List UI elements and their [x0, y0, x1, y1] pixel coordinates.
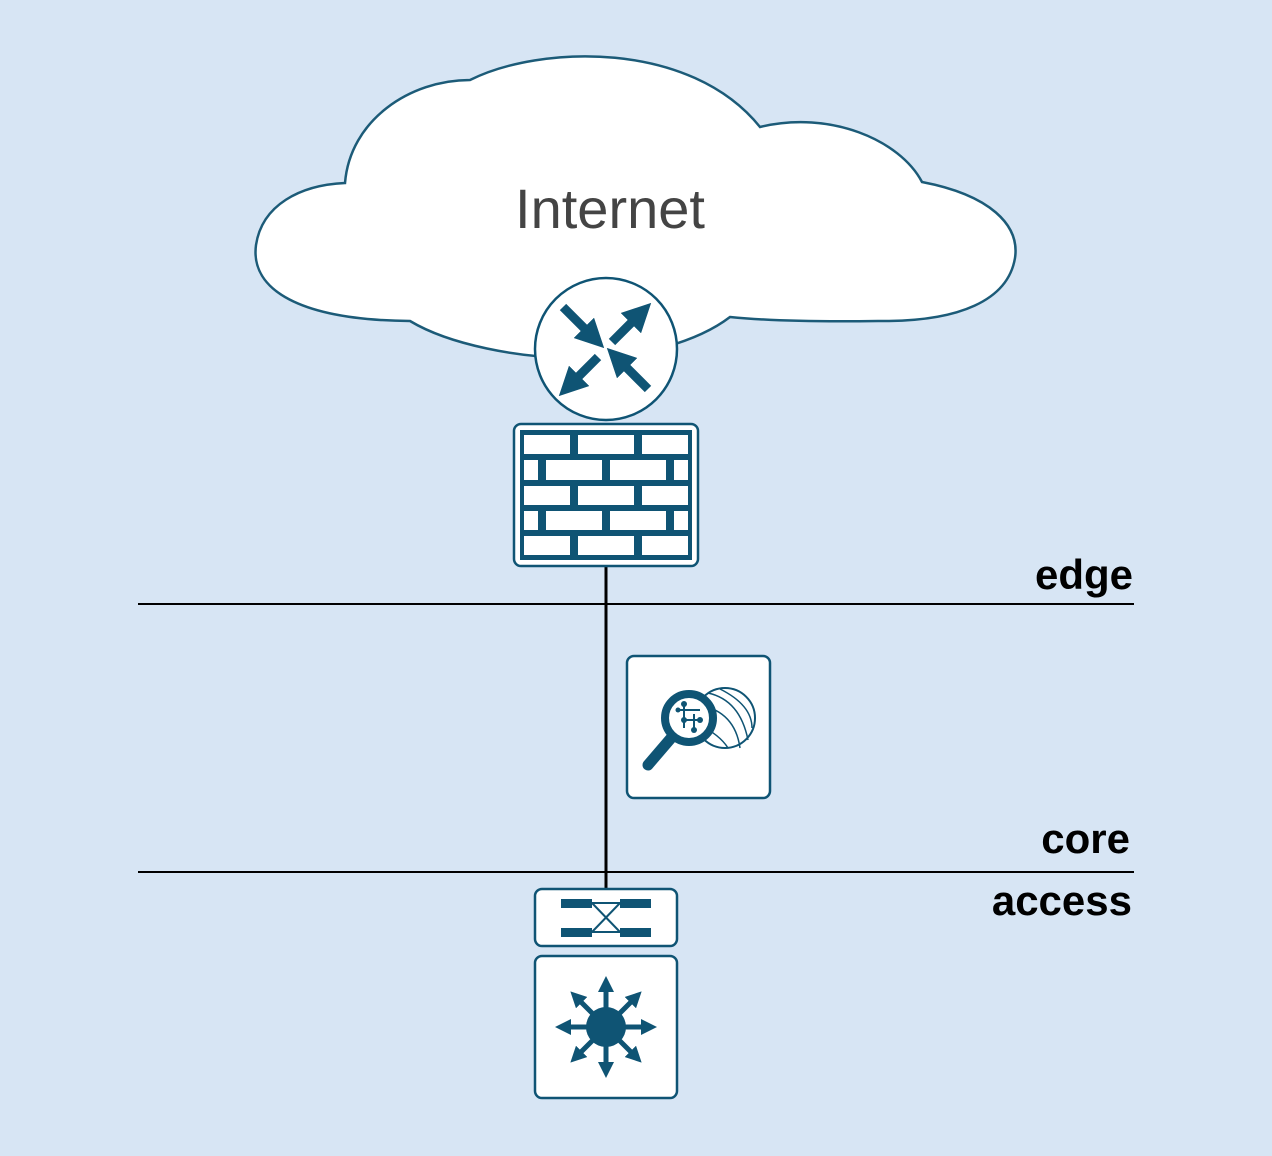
zone-label-core: core — [1041, 815, 1130, 862]
router-icon[interactable] — [533, 276, 679, 422]
firewall-icon[interactable] — [512, 422, 700, 568]
layer2-switch-icon[interactable] — [533, 887, 679, 948]
internet-cloud: Internet — [254, 55, 1017, 360]
zone-label-edge: edge — [1035, 551, 1133, 598]
network-analysis-icon[interactable] — [625, 654, 772, 800]
layer3-switch-icon[interactable] — [533, 954, 679, 1100]
cloud-label: Internet — [515, 177, 705, 240]
cloud-shape — [254, 55, 1017, 360]
zone-label-access: access — [992, 877, 1132, 924]
